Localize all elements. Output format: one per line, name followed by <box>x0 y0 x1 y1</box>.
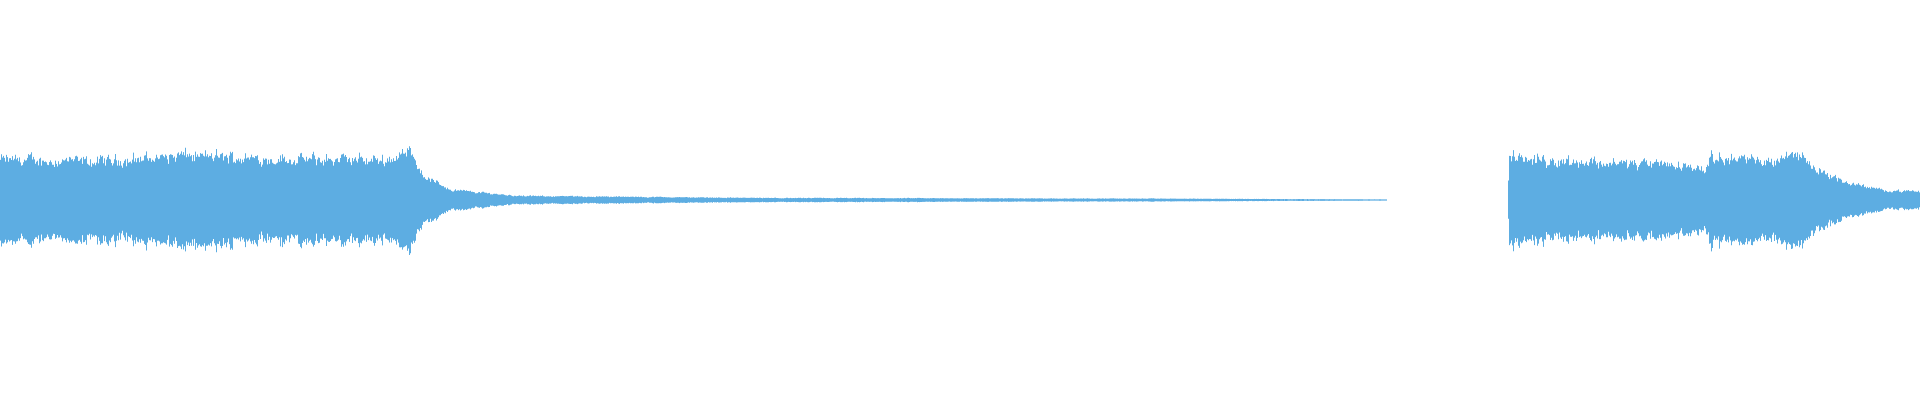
waveform <box>0 146 1920 255</box>
